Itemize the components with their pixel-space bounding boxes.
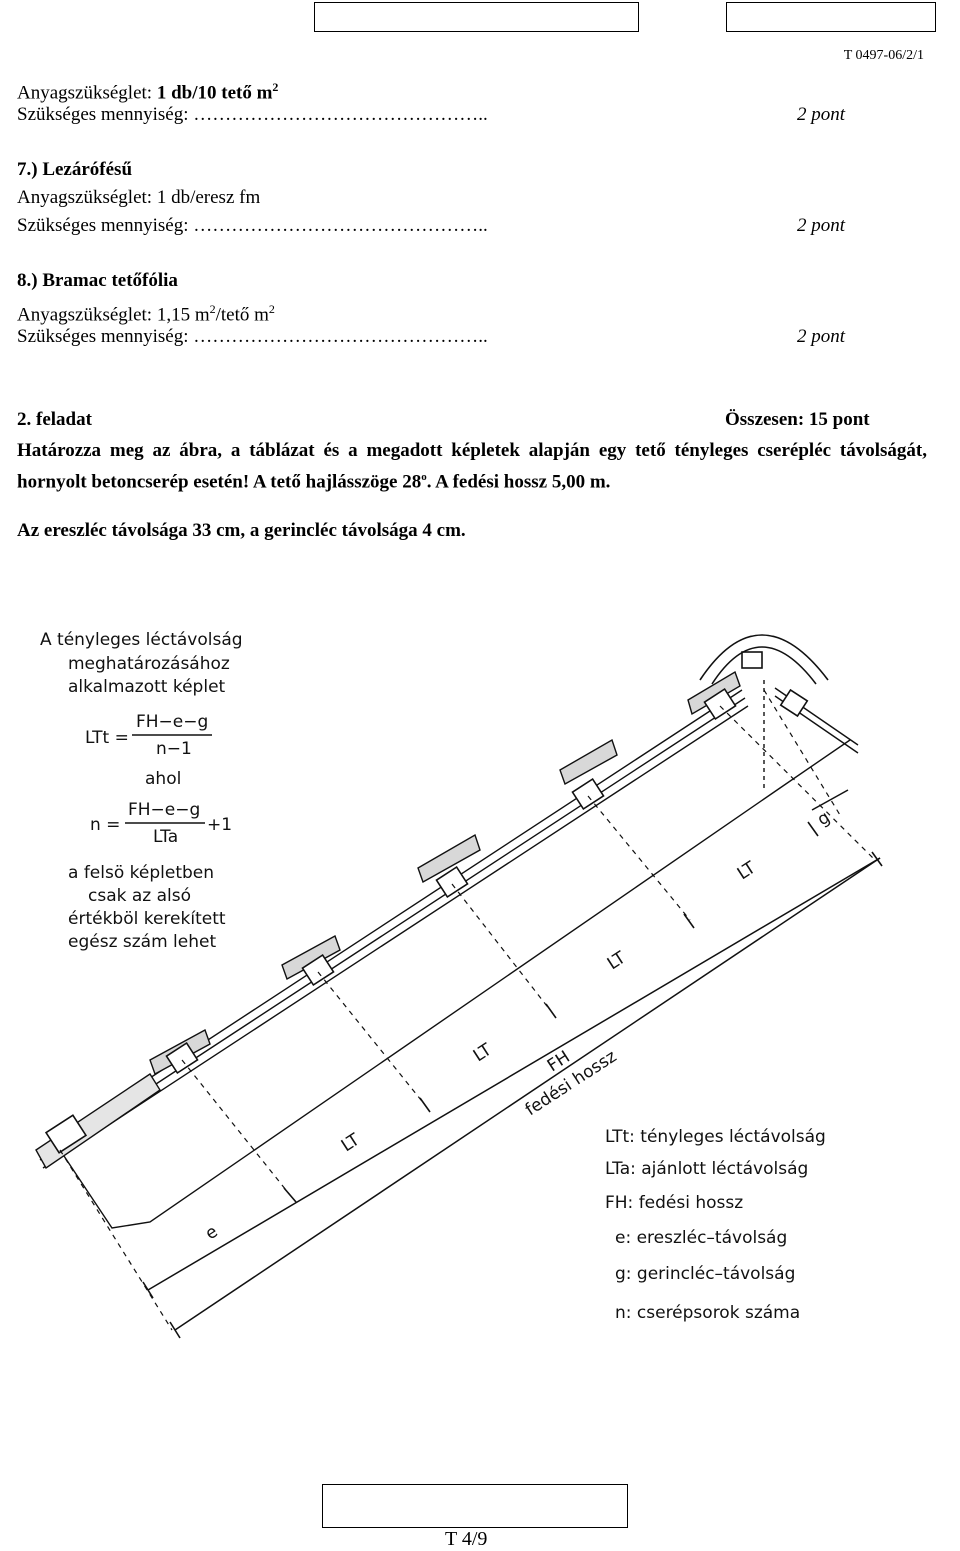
task2-description: Határozza meg az ábra, a táblázat és a m… [17, 440, 927, 493]
document-code: T 0497-06/2/1 [843, 48, 924, 63]
item8-points: 2 pont [797, 326, 846, 347]
lt-label-3: LT [604, 948, 630, 975]
prev-points: 2 pont [797, 104, 846, 125]
dimension-ticks [142, 821, 883, 1339]
lt-label-4: LT [734, 858, 760, 885]
task2-distances: Az ereszléc távolsága 33 cm, a gerincléc… [17, 520, 466, 541]
footer-box [322, 1484, 628, 1528]
legend-e: e: ereszléc–távolság [615, 1228, 787, 1248]
legend-lta: LTa: ajánlott léctávolság [605, 1159, 808, 1179]
prev-quantity-blank[interactable]: ……………………………………….. [193, 104, 488, 125]
task2-total-points: Összesen: 15 pont [725, 409, 870, 430]
formula-note-1: a felsö képletben [68, 863, 214, 883]
page-number: T 4/9 [445, 1528, 488, 1550]
formula2-denominator: LTa [153, 827, 178, 847]
formula-ahol: ahol [145, 769, 181, 789]
cover-length-text: fedési hossz [522, 1046, 621, 1120]
ridge-cap [699, 634, 829, 685]
header-box-right [726, 2, 936, 32]
formula1-denominator: n−1 [156, 739, 192, 759]
projection-lines [59, 689, 876, 1331]
legend-fh: FH: fedési hossz [605, 1193, 743, 1213]
item7-points: 2 pont [797, 215, 846, 236]
item8-title: 8.) Bramac tetőfólia [17, 270, 178, 291]
legend-ltt: LTt: tényleges léctávolság [605, 1127, 826, 1147]
formula2-plus-one: +1 [207, 815, 232, 835]
formula-block: A tényleges léctávolság meghatározásához… [40, 630, 243, 952]
dimension-lines [147, 789, 881, 1331]
task2-title: 2. feladat [17, 409, 92, 430]
formula-heading-1: A tényleges léctávolság [40, 630, 243, 650]
legend-n: n: cserépsorok száma [615, 1303, 800, 1323]
formula2-lhs: n = [90, 815, 120, 835]
item8-quantity-blank[interactable]: ……………………………………….. [193, 326, 488, 347]
item8-quantity: Szükséges mennyiség: ……………………………………….. [17, 326, 488, 347]
prev-requirement: Anyagszükséglet: 1 db/10 tető m2 [17, 80, 279, 104]
header-box-left [314, 2, 639, 32]
formula-note-3: értékböl kerekített [68, 909, 226, 929]
item7-quantity: Szükséges mennyiség: ……………………………………….. [17, 215, 488, 236]
lt-label-1: LT [338, 1130, 364, 1157]
eave-distance-label: e [202, 1222, 222, 1244]
formula2-numerator: FH−e−g [128, 800, 200, 820]
formula1-numerator: FH−e−g [136, 712, 208, 732]
formula1-lhs: LTt = [85, 728, 129, 748]
prev-quantity: Szükséges mennyiség: ……………………………………….. [17, 104, 488, 125]
legend: LTt: tényleges léctávolság LTa: ajánlott… [605, 1127, 826, 1323]
lt-label-2: LT [470, 1040, 496, 1067]
rafter-outline [63, 680, 851, 1229]
formula-note-4: egész szám lehet [68, 932, 216, 952]
item7-requirement: Anyagszükséglet: 1 db/eresz fm [17, 187, 261, 208]
battens [44, 687, 809, 1154]
formula-note-2: csak az alsó [88, 886, 191, 906]
legend-g: g: gerincléc–távolság [615, 1264, 795, 1284]
formula-heading-2: meghatározásához [68, 654, 230, 674]
item7-title: 7.) Lezárófésű [17, 159, 133, 180]
prev-requirement-value: 1 db/10 tető m [156, 82, 273, 104]
item8-requirement: Anyagszükséglet: 1,15 m2/tető m2 [17, 302, 275, 326]
formula-heading-3: alkalmazott képlet [68, 677, 226, 697]
ridge-distance-label: g [814, 808, 834, 831]
item7-quantity-blank[interactable]: ……………………………………….. [193, 215, 488, 236]
